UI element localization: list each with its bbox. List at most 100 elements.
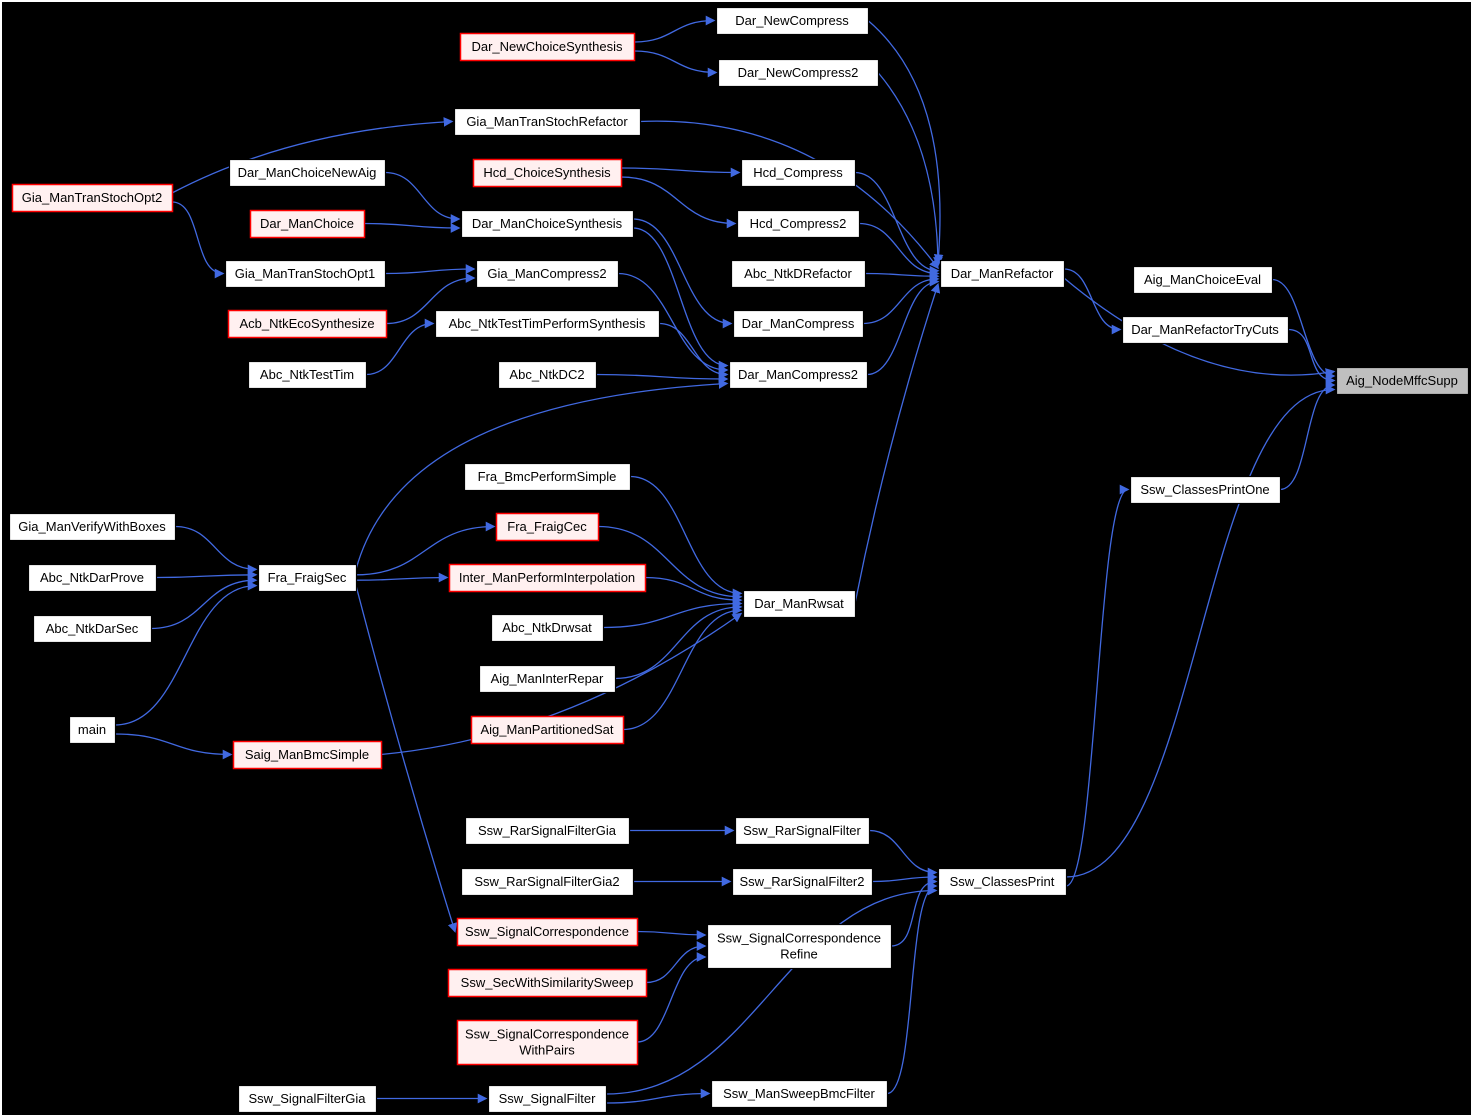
node-Abc_NtkDC2[interactable]: Abc_NtkDC2: [497, 360, 598, 390]
node-box-Ssw_SignalCorrespondence[interactable]: [456, 917, 639, 947]
node-Inter_ManPerformInterpolation[interactable]: Inter_ManPerformInterpolation: [448, 563, 647, 593]
node-Aig_ManInterRepar[interactable]: Aig_ManInterRepar: [478, 664, 617, 694]
node-box-Gia_ManTranStochOpt2[interactable]: [11, 183, 174, 213]
node-Gia_ManTranStochOpt2[interactable]: Gia_ManTranStochOpt2: [11, 183, 174, 213]
node-box-Fra_FraigSec[interactable]: [257, 563, 358, 593]
node-box-Ssw_ClassesPrint[interactable]: [937, 867, 1068, 897]
node-Gia_ManCompress2[interactable]: Gia_ManCompress2: [475, 259, 620, 289]
node-Ssw_RarSignalFilterGia2[interactable]: Ssw_RarSignalFilterGia2: [460, 867, 635, 897]
node-box-Dar_NewCompress[interactable]: [715, 6, 870, 36]
node-box-Acb_NtkEcoSynthesize[interactable]: [227, 309, 388, 339]
node-Saig_ManBmcSimple[interactable]: Saig_ManBmcSimple: [232, 740, 383, 770]
node-box-Gia_ManCompress2[interactable]: [475, 259, 620, 289]
node-box-Dar_NewChoiceSynthesis[interactable]: [459, 32, 636, 62]
node-Dar_ManChoiceSynthesis[interactable]: Dar_ManChoiceSynthesis: [460, 209, 635, 239]
node-Gia_ManTranStochRefactor[interactable]: Gia_ManTranStochRefactor: [453, 107, 642, 137]
node-box-Abc_NtkDC2[interactable]: [497, 360, 598, 390]
node-box-Hcd_ChoiceSynthesis[interactable]: [472, 158, 623, 188]
node-Ssw_ClassesPrint[interactable]: Ssw_ClassesPrint: [937, 867, 1068, 897]
node-box-Dar_ManRefactor[interactable]: [939, 259, 1066, 289]
node-Dar_NewCompress[interactable]: Dar_NewCompress: [715, 6, 870, 36]
node-box-Gia_ManTranStochRefactor[interactable]: [453, 107, 642, 137]
node-Ssw_RarSignalFilterGia[interactable]: Ssw_RarSignalFilterGia: [464, 816, 631, 846]
node-box-Fra_FraigCec[interactable]: [495, 512, 600, 542]
node-Ssw_ManSweepBmcFilter[interactable]: Ssw_ManSweepBmcFilter: [710, 1079, 889, 1109]
node-box-Dar_ManRwsat[interactable]: [742, 589, 857, 619]
node-Aig_NodeMffcSupp[interactable]: Aig_NodeMffcSupp: [1335, 366, 1470, 396]
node-box-Ssw_RarSignalFilterGia[interactable]: [464, 816, 631, 846]
node-box-Ssw_SignalFilter[interactable]: [487, 1084, 608, 1114]
node-Dar_NewCompress2[interactable]: Dar_NewCompress2: [717, 58, 880, 88]
node-box-Dar_ManChoiceNewAig[interactable]: [228, 158, 387, 188]
node-Dar_ManRefactor[interactable]: Dar_ManRefactor: [939, 259, 1066, 289]
node-Ssw_ClassesPrintOne[interactable]: Ssw_ClassesPrintOne: [1129, 475, 1282, 505]
node-box-Abc_NtkDarSec[interactable]: [32, 614, 153, 644]
node-Abc_NtkDRefactor[interactable]: Abc_NtkDRefactor: [730, 259, 867, 289]
node-box-Abc_NtkDrwsat[interactable]: [490, 613, 605, 643]
node-Dar_ManChoiceNewAig[interactable]: Dar_ManChoiceNewAig: [228, 158, 387, 188]
node-Dar_ManRwsat[interactable]: Dar_ManRwsat: [742, 589, 857, 619]
node-box-Ssw_SecWithSimilaritySweep[interactable]: [447, 968, 648, 998]
node-box-Fra_BmcPerformSimple[interactable]: [463, 462, 632, 492]
node-box-Aig_ManChoiceEval[interactable]: [1132, 265, 1274, 295]
node-box-Abc_NtkTestTim[interactable]: [247, 360, 368, 390]
node-Dar_NewChoiceSynthesis[interactable]: Dar_NewChoiceSynthesis: [459, 32, 636, 62]
node-box-Dar_ManChoice[interactable]: [249, 209, 366, 239]
node-box-Aig_ManPartitionedSat[interactable]: [470, 715, 625, 745]
node-box-Inter_ManPerformInterpolation[interactable]: [448, 563, 647, 593]
node-Aig_ManPartitionedSat[interactable]: Aig_ManPartitionedSat: [470, 715, 625, 745]
node-box-Abc_NtkDRefactor[interactable]: [730, 259, 867, 289]
node-box-Ssw_ManSweepBmcFilter[interactable]: [710, 1079, 889, 1109]
node-box-Ssw_RarSignalFilterGia2[interactable]: [460, 867, 635, 897]
node-Dar_ManCompress[interactable]: Dar_ManCompress: [732, 309, 865, 339]
node-box-Ssw_SignalCorrespondenceRefine[interactable]: [706, 923, 893, 970]
node-box-Aig_ManInterRepar[interactable]: [478, 664, 617, 694]
node-Abc_NtkTestTim[interactable]: Abc_NtkTestTim: [247, 360, 368, 390]
node-box-Dar_NewCompress2[interactable]: [717, 58, 880, 88]
node-Fra_FraigSec[interactable]: Fra_FraigSec: [257, 563, 358, 593]
node-box-Dar_ManChoiceSynthesis[interactable]: [460, 209, 635, 239]
node-box-Hcd_Compress2[interactable]: [736, 209, 861, 239]
node-Ssw_RarSignalFilter2[interactable]: Ssw_RarSignalFilter2: [731, 867, 874, 897]
node-box-Gia_ManTranStochOpt1[interactable]: [224, 259, 387, 289]
node-Dar_ManChoice[interactable]: Dar_ManChoice: [249, 209, 366, 239]
node-Acb_NtkEcoSynthesize[interactable]: Acb_NtkEcoSynthesize: [227, 309, 388, 339]
node-Abc_NtkDrwsat[interactable]: Abc_NtkDrwsat: [490, 613, 605, 643]
node-box-Saig_ManBmcSimple[interactable]: [232, 740, 383, 770]
node-box-Ssw_SignalCorrespondenceWithPairs[interactable]: [456, 1019, 639, 1066]
node-Hcd_Compress2[interactable]: Hcd_Compress2: [736, 209, 861, 239]
node-Hcd_ChoiceSynthesis[interactable]: Hcd_ChoiceSynthesis: [472, 158, 623, 188]
node-box-main[interactable]: [68, 715, 117, 745]
node-box-Aig_NodeMffcSupp[interactable]: [1335, 366, 1470, 396]
node-box-Ssw_RarSignalFilter[interactable]: [734, 816, 871, 846]
node-Ssw_RarSignalFilter[interactable]: Ssw_RarSignalFilter: [734, 816, 871, 846]
node-Abc_NtkDarProve[interactable]: Abc_NtkDarProve: [27, 563, 158, 593]
node-box-Abc_NtkDarProve[interactable]: [27, 563, 158, 593]
node-main[interactable]: main: [68, 715, 117, 745]
node-Dar_ManCompress2[interactable]: Dar_ManCompress2: [728, 360, 869, 390]
node-Ssw_SignalFilter[interactable]: Ssw_SignalFilter: [487, 1084, 608, 1114]
node-Fra_FraigCec[interactable]: Fra_FraigCec: [495, 512, 600, 542]
node-box-Dar_ManRefactorTryCuts[interactable]: [1121, 315, 1290, 345]
node-Fra_BmcPerformSimple[interactable]: Fra_BmcPerformSimple: [463, 462, 632, 492]
node-Gia_ManTranStochOpt1[interactable]: Gia_ManTranStochOpt1: [224, 259, 387, 289]
node-Hcd_Compress[interactable]: Hcd_Compress: [740, 158, 857, 188]
node-Ssw_SecWithSimilaritySweep[interactable]: Ssw_SecWithSimilaritySweep: [447, 968, 648, 998]
node-box-Ssw_ClassesPrintOne[interactable]: [1129, 475, 1282, 505]
node-Ssw_SignalCorrespondence[interactable]: Ssw_SignalCorrespondence: [456, 917, 639, 947]
node-Abc_NtkTestTimPerformSynthesis[interactable]: Abc_NtkTestTimPerformSynthesis: [434, 309, 661, 339]
node-box-Ssw_RarSignalFilter2[interactable]: [731, 867, 874, 897]
node-Aig_ManChoiceEval[interactable]: Aig_ManChoiceEval: [1132, 265, 1274, 295]
node-box-Dar_ManCompress[interactable]: [732, 309, 865, 339]
node-box-Gia_ManVerifyWithBoxes[interactable]: [8, 512, 177, 542]
node-Gia_ManVerifyWithBoxes[interactable]: Gia_ManVerifyWithBoxes: [8, 512, 177, 542]
node-box-Abc_NtkTestTimPerformSynthesis[interactable]: [434, 309, 661, 339]
node-Ssw_SignalFilterGia[interactable]: Ssw_SignalFilterGia: [237, 1084, 378, 1114]
node-Abc_NtkDarSec[interactable]: Abc_NtkDarSec: [32, 614, 153, 644]
node-box-Ssw_SignalFilterGia[interactable]: [237, 1084, 378, 1114]
node-box-Hcd_Compress[interactable]: [740, 158, 857, 188]
node-Dar_ManRefactorTryCuts[interactable]: Dar_ManRefactorTryCuts: [1121, 315, 1290, 345]
node-box-Dar_ManCompress2[interactable]: [728, 360, 869, 390]
